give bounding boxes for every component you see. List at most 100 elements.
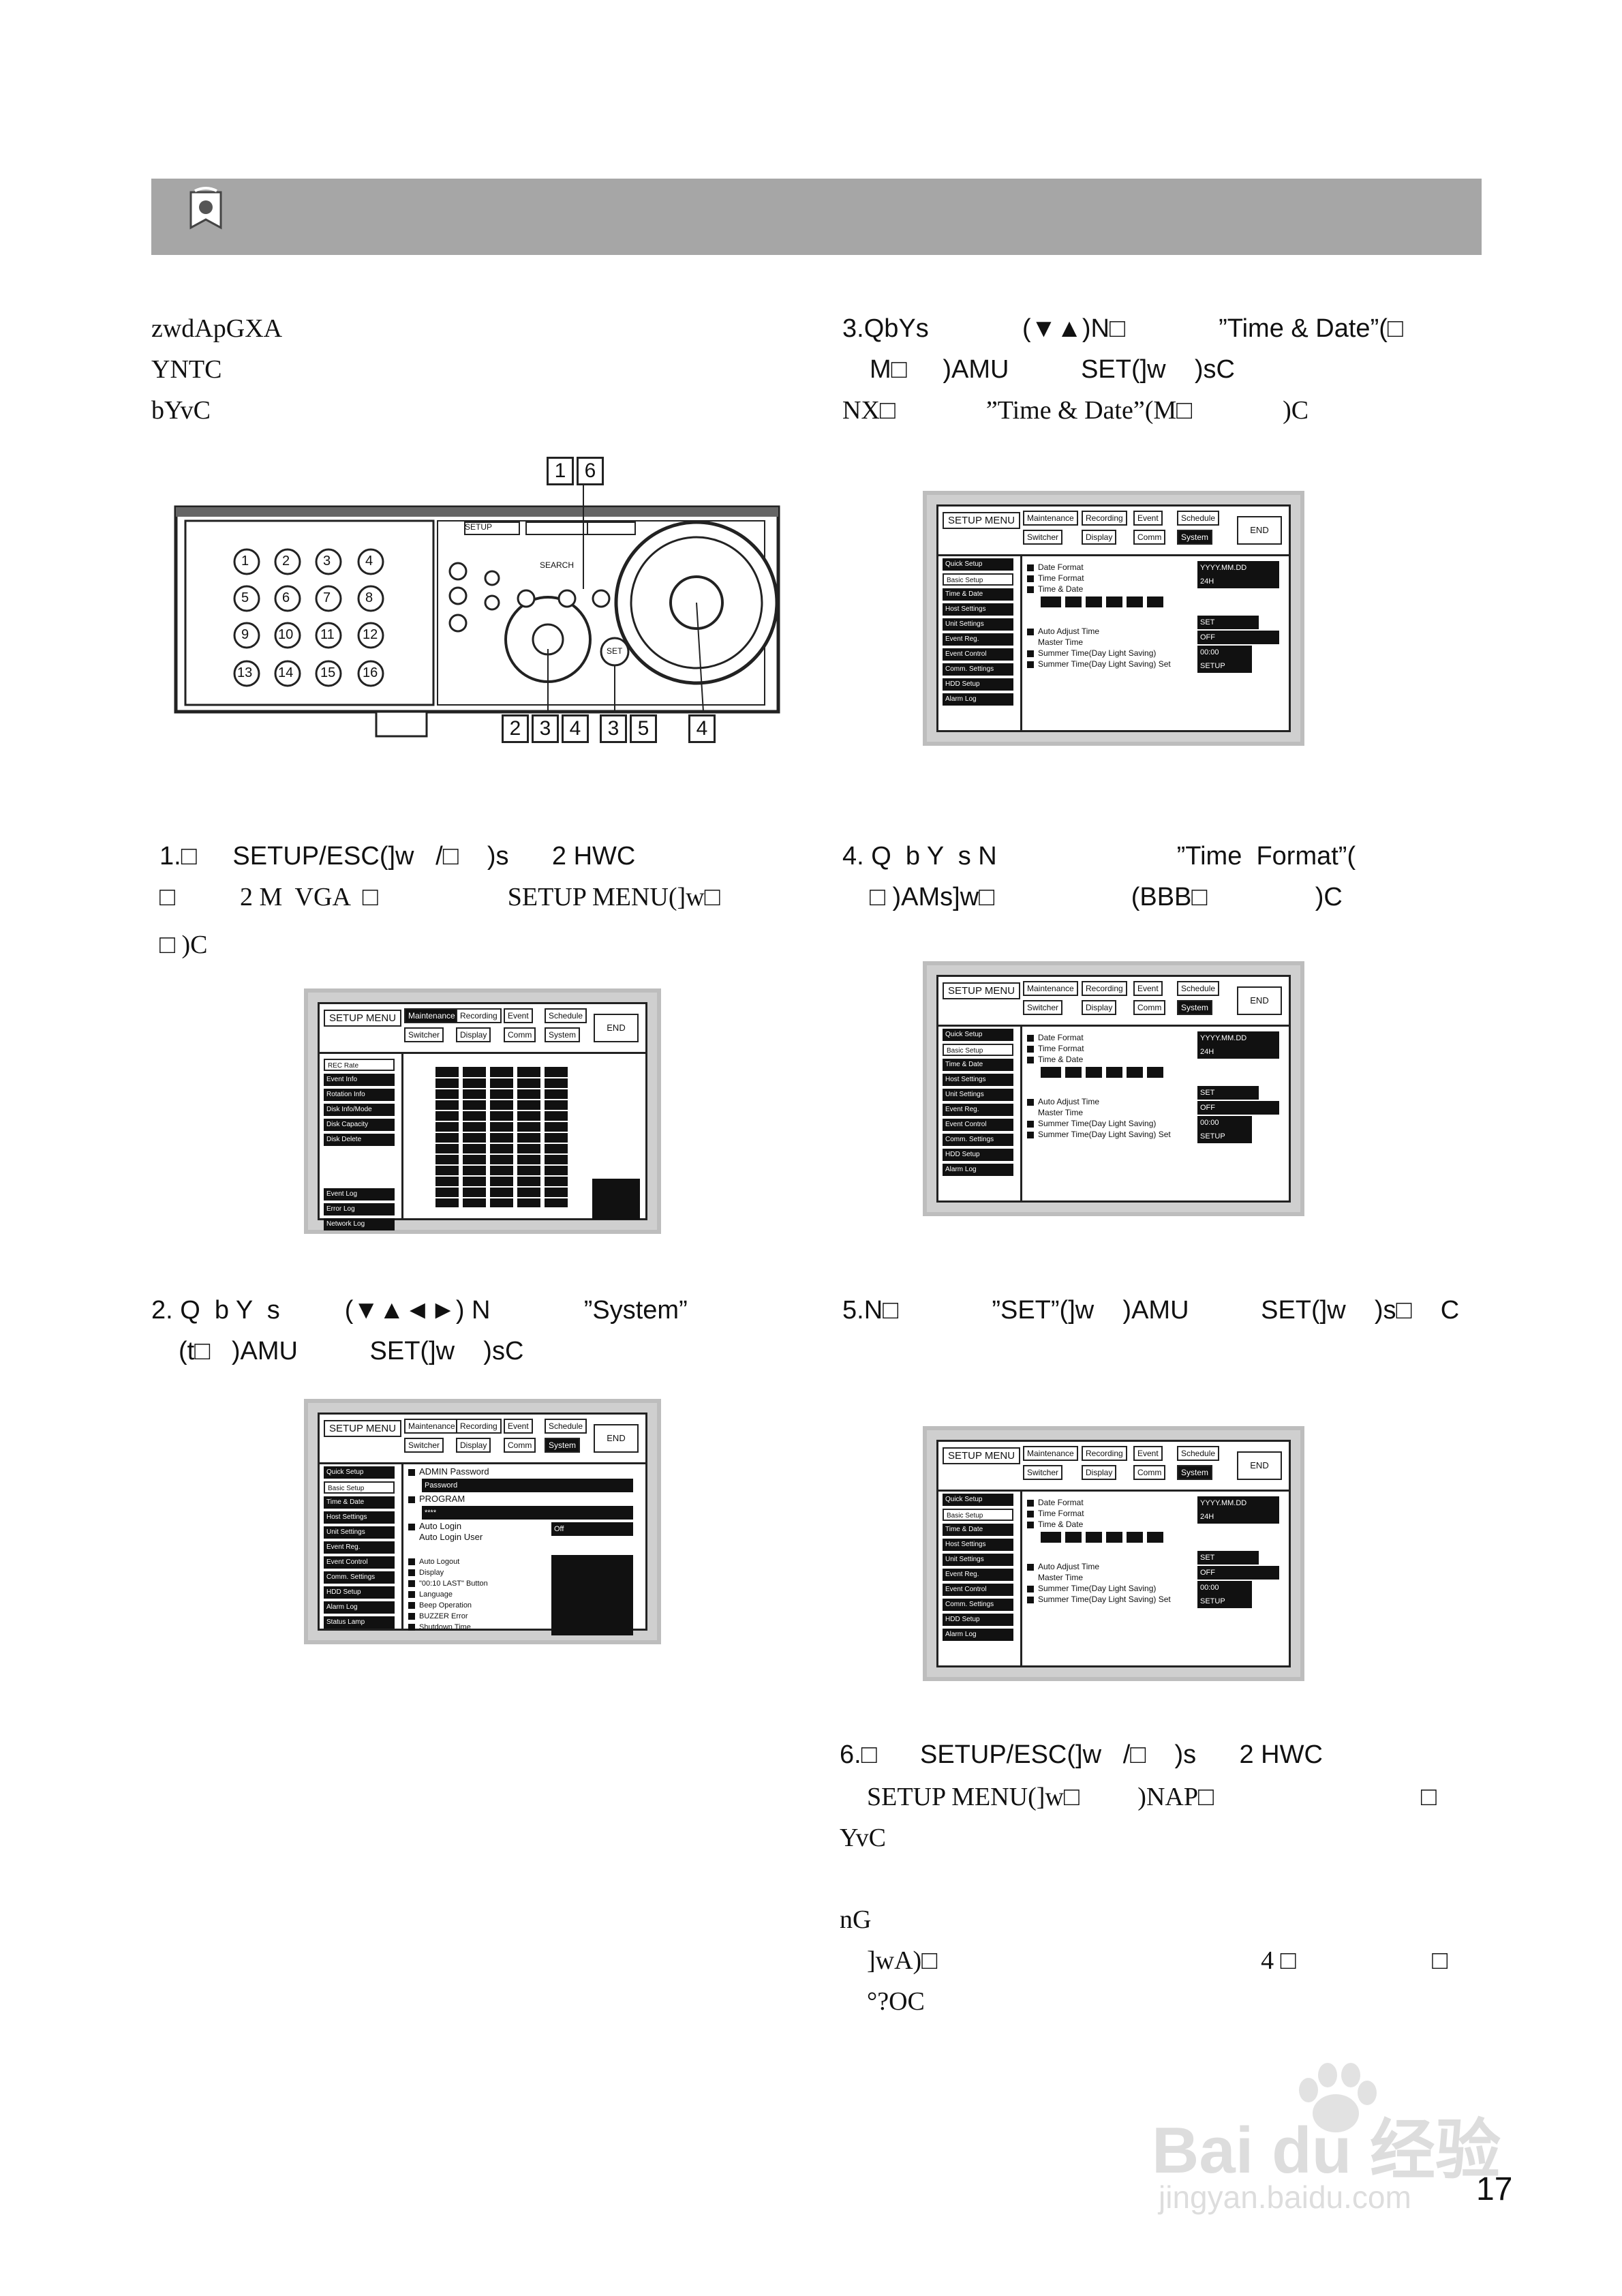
side-item: Event Reg. — [943, 1569, 1013, 1581]
setting-row: Auto Login User — [419, 1532, 483, 1542]
intro-line-2: YNTC — [151, 355, 222, 384]
setting-value: OFF — [1197, 631, 1279, 644]
side-item: Time & Date — [324, 1496, 395, 1509]
setting-row: Auto Login — [408, 1521, 461, 1531]
step-3-line-1: 3.QbYs (▼▲)N□ ”Time & Date”(□ — [842, 314, 1403, 343]
setup-button: SETUP — [1197, 1595, 1252, 1608]
date-chip — [1147, 1532, 1163, 1543]
setting-value: 24H — [1197, 1510, 1279, 1524]
tab-switcher: Switcher — [1023, 1465, 1063, 1480]
step-1-line-2: □ 2 M VGA □ SETUP MENU(]w□ — [159, 883, 720, 911]
setup-menu-screenshot-time-2: SETUP MENU Maintenance Recording Event S… — [923, 961, 1304, 1216]
button-4-label: 4 — [365, 554, 373, 569]
setting-row: Time Format — [1027, 573, 1084, 583]
camera-button-grid: 1 2 3 4 5 6 7 8 9 10 11 12 13 14 15 16 — [213, 534, 417, 698]
side-item: Event Log — [324, 1188, 395, 1200]
button-1-label: 1 — [241, 554, 249, 569]
setting-row: Master Time — [1038, 1573, 1084, 1582]
date-chip — [1041, 596, 1061, 607]
tab-switcher: Switcher — [404, 1027, 444, 1042]
setting-row: "00:10 LAST" Button — [408, 1580, 488, 1588]
setting-row: Summer Time(Day Light Saving) Set — [1027, 1595, 1171, 1604]
tab-system: System — [1177, 530, 1213, 545]
button-2-label: 2 — [282, 554, 290, 569]
tab-system: System — [545, 1027, 581, 1042]
tab-maintenance: Maintenance — [404, 1008, 459, 1023]
setting-value: Password — [422, 1479, 633, 1492]
setting-row: PROGRAM — [408, 1494, 465, 1504]
side-item: Alarm Log — [943, 1164, 1013, 1176]
side-item: Rotation Info — [324, 1089, 395, 1101]
tab-display: Display — [1082, 1000, 1117, 1015]
step-6-line-2: SETUP MENU(]w□ )NAP□ □ — [867, 1783, 1437, 1811]
date-chip — [1065, 1532, 1082, 1543]
side-item: Basic Setup — [324, 1481, 395, 1494]
date-chip — [1086, 1067, 1102, 1078]
setup-button: SETUP — [1197, 659, 1252, 673]
end-button: END — [1237, 1451, 1282, 1480]
button-8-label: 8 — [365, 590, 373, 605]
side-item: HDD Setup — [943, 1614, 1013, 1626]
section-header-bar — [151, 179, 1482, 255]
setting-value: YYYY.MM.DD — [1197, 1031, 1279, 1045]
tab-switcher: Switcher — [1023, 530, 1063, 545]
setting-row: Summer Time(Day Light Saving) — [1027, 1119, 1156, 1128]
tab-system: System — [1177, 1000, 1213, 1015]
side-item: Comm. Settings — [943, 663, 1013, 676]
setting-value: 24H — [1197, 575, 1279, 588]
side-item: Disk Info/Mode — [324, 1104, 395, 1116]
tab-display: Display — [1082, 1465, 1117, 1480]
tab-maintenance: Maintenance — [404, 1419, 459, 1434]
menu-title: SETUP MENU — [943, 1447, 1021, 1464]
tab-comm: Comm — [1133, 530, 1166, 545]
step-4-line-1: 4. Q b Y s N ”Time Format”( — [842, 842, 1356, 871]
side-item: HDD Setup — [943, 678, 1013, 691]
side-item: Status Lamp — [324, 1616, 395, 1629]
end-button: END — [594, 1424, 639, 1453]
tab-comm: Comm — [1133, 1465, 1166, 1480]
button-7-label: 7 — [323, 590, 331, 605]
button-3-label: 3 — [323, 554, 331, 569]
button-16-label: 16 — [363, 665, 378, 680]
step-3-line-3: NX□ ”Time & Date”(M□ )C — [842, 396, 1309, 425]
button-12-label: 12 — [363, 627, 378, 642]
callout-1: 1 — [547, 457, 574, 485]
step-6-line-3: YvC — [840, 1824, 886, 1852]
tab-recording: Recording — [1082, 511, 1127, 526]
set-button: SET — [1197, 1551, 1259, 1565]
bookmark-tab-icon — [185, 185, 226, 235]
setting-row: Master Time — [1038, 1108, 1084, 1117]
date-chip — [1106, 1532, 1122, 1543]
tab-recording: Recording — [456, 1008, 502, 1023]
side-item: Alarm Log — [324, 1601, 395, 1614]
setting-row: Auto Logout — [408, 1558, 459, 1566]
end-button: END — [594, 1014, 639, 1042]
side-item: Basic Setup — [943, 1509, 1013, 1521]
side-item: HDD Setup — [324, 1586, 395, 1599]
side-item: Comm. Settings — [943, 1134, 1013, 1146]
tab-schedule: Schedule — [1177, 1446, 1220, 1461]
setting-row: Date Format — [1027, 1498, 1084, 1507]
watermark-url: jingyan.baidu.com — [1159, 2179, 1411, 2215]
side-item: Host Settings — [943, 603, 1013, 616]
callout-4: 4 — [562, 714, 589, 743]
date-chip — [1041, 1532, 1061, 1543]
setup-menu-screenshot-time-1: SETUP MENU Maintenance Recording Event S… — [923, 491, 1304, 746]
tab-event: Event — [504, 1008, 533, 1023]
setting-value: 00:00 — [1197, 646, 1252, 659]
step-1-line-3: □ )C — [159, 931, 208, 959]
info-box — [592, 1179, 640, 1220]
callout-2: 2 — [502, 714, 529, 743]
date-chip — [1106, 596, 1122, 607]
side-item: Time & Date — [943, 1059, 1013, 1071]
side-item: HDD Setup — [943, 1149, 1013, 1161]
tab-schedule: Schedule — [545, 1008, 587, 1023]
setting-row: Shutdown Time — [408, 1623, 471, 1631]
side-item: Quick Setup — [943, 1029, 1013, 1041]
setup-menu-screenshot-system: SETUP MENU Maintenance Recording Event S… — [304, 1399, 661, 1644]
set-button: SET — [1197, 616, 1259, 629]
button-14-label: 14 — [278, 665, 294, 680]
setting-value: YYYY.MM.DD — [1197, 1496, 1279, 1510]
tab-event: Event — [504, 1419, 533, 1434]
setting-value: OFF — [1197, 1101, 1279, 1115]
